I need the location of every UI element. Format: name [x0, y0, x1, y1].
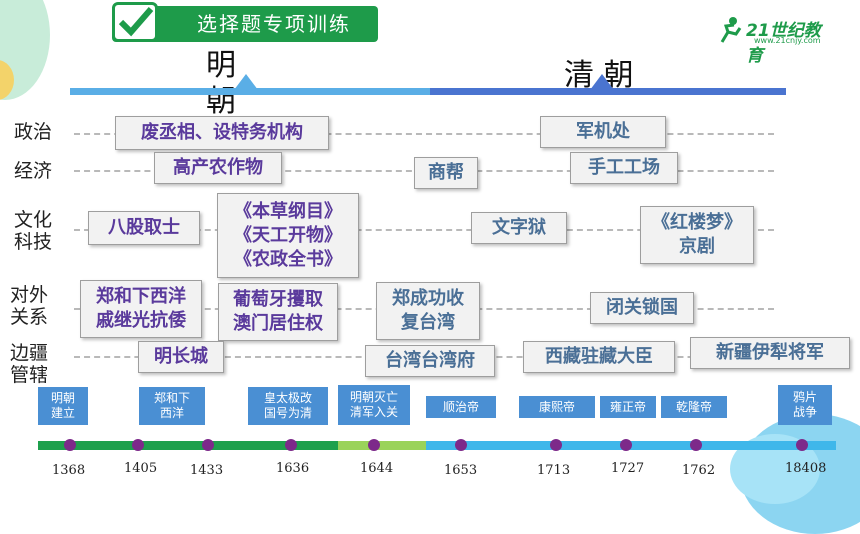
timeline-dot: [202, 439, 214, 451]
box-economy-ming: 高产农作物: [154, 152, 282, 184]
event-label: 雍正帝: [600, 396, 656, 418]
box-culture-books: 《本草纲目》 《天工开物》 《农政全书》: [217, 193, 359, 278]
year-label: 1644: [360, 461, 394, 476]
row-label-economy: 经济: [14, 160, 53, 182]
event-label: 明朝 建立: [38, 387, 88, 425]
box-culture-bagu: 八股取士: [88, 211, 200, 245]
year-label: 1405: [124, 461, 158, 476]
box-culture-qing: 《红楼梦》 京剧: [640, 206, 754, 264]
box-frontier-xinjiang: 新疆伊犁将军: [690, 337, 850, 369]
box-frontier-taiwan: 台湾台湾府: [365, 345, 495, 377]
event-label: 乾隆帝: [661, 396, 727, 418]
event-label: 康熙帝: [519, 396, 595, 418]
page-title: 选择题专项训练: [197, 12, 351, 36]
row-guide-culture: [74, 229, 774, 231]
timeline-dot: [620, 439, 632, 451]
event-label: 郑和下 西洋: [139, 387, 205, 425]
year-label: 1653: [444, 463, 478, 478]
box-foreign-closed-door: 闭关锁国: [590, 292, 694, 324]
timeline-dot: [368, 439, 380, 451]
runner-icon: [720, 17, 742, 43]
box-foreign-zhengchenggong: 郑成功收 复台湾: [376, 282, 480, 340]
ming-period-bar: [70, 88, 430, 95]
box-politics-ming: 废丞相、设特务机构: [115, 116, 329, 150]
year-label: 18408: [785, 461, 827, 476]
row-label-politics: 政治: [14, 121, 53, 143]
box-economy-qing: 手工工场: [570, 152, 678, 184]
timeline-dot: [64, 439, 76, 451]
year-label: 1636: [276, 461, 310, 476]
row-guide-politics: [74, 133, 774, 135]
year-label: 1433: [190, 463, 224, 478]
timeline-ming-segment: [38, 441, 338, 450]
box-economy-merchants: 商帮: [414, 157, 478, 189]
qing-marker-icon: [590, 74, 614, 90]
corner-decoration-dot: [0, 60, 14, 100]
timeline-dot: [690, 439, 702, 451]
row-label-frontier: 边疆管辖: [10, 342, 49, 386]
qing-period-bar: [430, 88, 786, 95]
timeline-dot: [132, 439, 144, 451]
timeline-transition-segment: [338, 441, 426, 450]
timeline-dot: [550, 439, 562, 451]
event-label: 顺治帝: [426, 396, 496, 418]
ming-marker-icon: [234, 74, 258, 90]
box-frontier-tibet: 西藏驻藏大臣: [523, 341, 675, 373]
event-label: 明朝灭亡 清军入关: [338, 385, 410, 425]
box-foreign-zhenghe: 郑和下西洋 戚继光抗倭: [80, 280, 202, 338]
box-culture-inquisition: 文字狱: [471, 212, 567, 244]
year-label: 1762: [682, 463, 716, 478]
event-label: 鸦片 战争: [778, 385, 832, 425]
event-label: 皇太极改 国号为清: [248, 387, 328, 425]
box-foreign-portugal: 葡萄牙攫取 澳门居住权: [218, 283, 338, 341]
logo-url: www.21cnjy.com: [754, 36, 821, 45]
checkmark-icon: [112, 2, 158, 42]
brand-logo: 21世纪教育 www.21cnjy.com: [716, 14, 836, 66]
row-label-foreign: 对外关系: [10, 284, 49, 328]
box-politics-qing: 军机处: [540, 116, 666, 148]
timeline-dot: [796, 439, 808, 451]
year-label: 1727: [611, 461, 645, 476]
box-frontier-great-wall: 明长城: [138, 341, 224, 373]
year-label: 1368: [52, 463, 86, 478]
row-label-culture: 文化科技: [14, 209, 53, 253]
timeline-dot: [285, 439, 297, 451]
timeline-dot: [455, 439, 467, 451]
logo-text: 21世纪教育: [746, 21, 821, 66]
year-label: 1713: [537, 463, 571, 478]
